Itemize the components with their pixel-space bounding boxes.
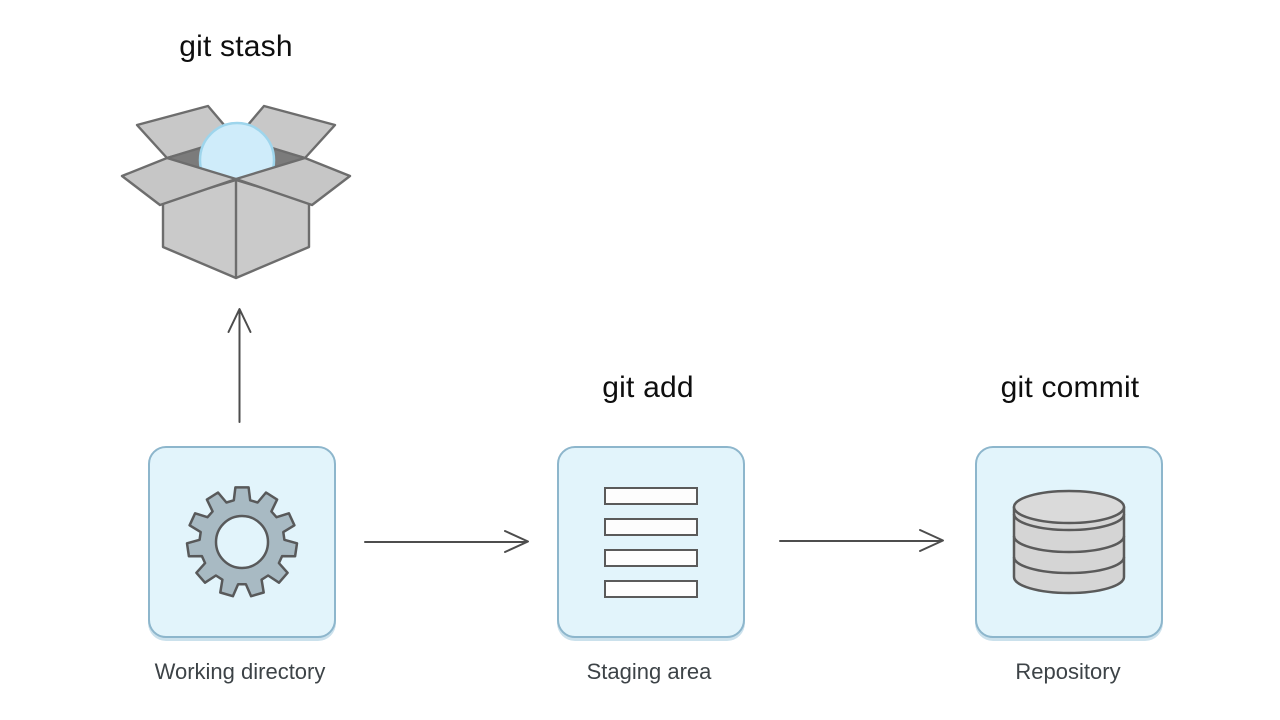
arrow-staging-to-repository <box>779 529 944 552</box>
commit-command-heading: git commit <box>1000 371 1140 404</box>
file-bar <box>604 517 698 536</box>
open-box-icon <box>120 104 352 280</box>
file-bar <box>604 579 698 598</box>
stash-command-heading: git stash <box>179 30 293 63</box>
working-directory-card <box>148 446 336 638</box>
file-bar <box>604 548 698 567</box>
arrow-working-to-stash <box>227 308 252 423</box>
repository-label: Repository <box>1015 659 1121 684</box>
staging-area-label: Staging area <box>586 659 712 684</box>
staged-files-icon <box>604 486 698 598</box>
database-icon <box>1012 489 1126 595</box>
staging-area-card <box>557 446 745 638</box>
gear-icon <box>185 486 299 598</box>
working-directory-label: Working directory <box>154 659 326 684</box>
repository-card <box>975 446 1163 638</box>
box-front-left-flap <box>120 156 238 207</box>
add-command-heading: git add <box>602 371 694 404</box>
file-bar <box>604 486 698 505</box>
arrow-working-to-staging <box>364 530 529 553</box>
box-front-right-flap <box>234 156 352 207</box>
